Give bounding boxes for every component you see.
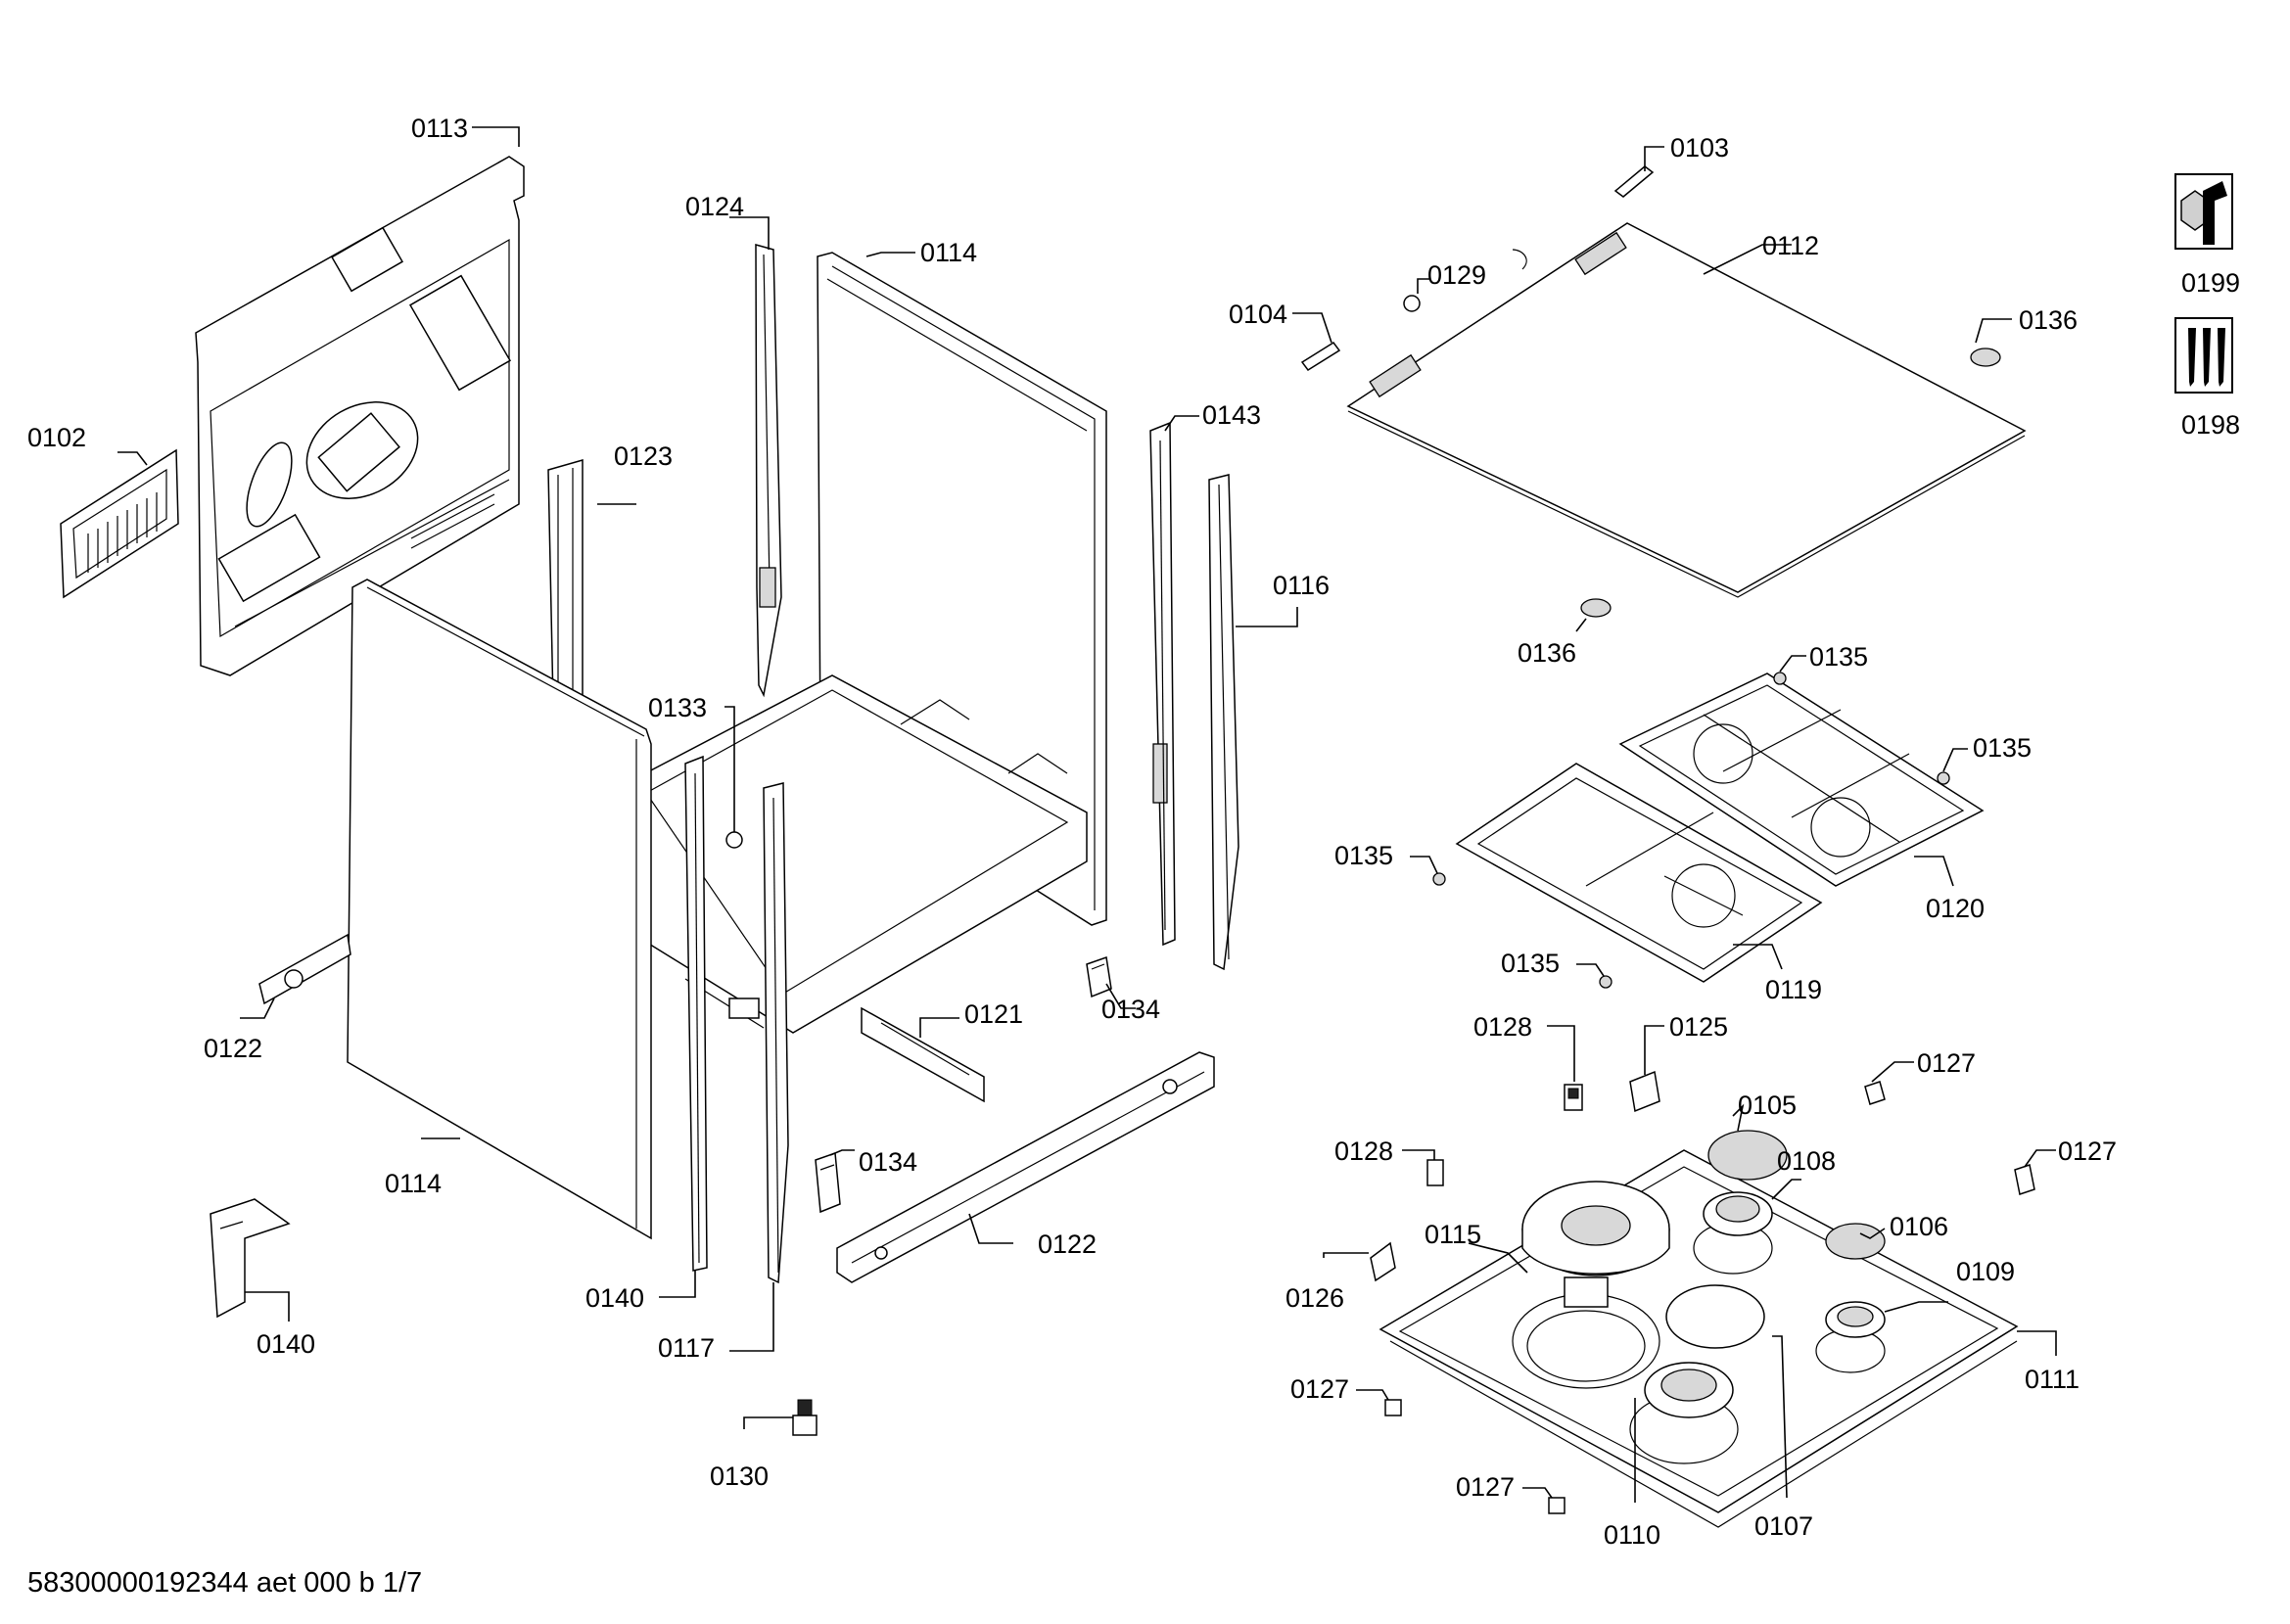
label-0119: 0119 (1765, 975, 1822, 1004)
clip-part (1086, 955, 1112, 998)
label-0107: 0107 (1754, 1511, 1813, 1541)
label-0136-a: 0136 (2019, 305, 2078, 335)
label-0111: 0111 (2025, 1365, 2080, 1394)
label-0105: 0105 (1738, 1090, 1797, 1120)
label-0103: 0103 (1670, 133, 1729, 162)
label-0117: 0117 (658, 1333, 715, 1363)
label-0133: 0133 (648, 693, 707, 722)
holder-part (1564, 1084, 1583, 1111)
label-0135-d: 0135 (1501, 949, 1560, 978)
screw-part (1613, 165, 1655, 198)
label-0135-a: 0135 (1809, 642, 1868, 672)
label-0115: 0115 (1425, 1220, 1481, 1249)
bracket-part (210, 1198, 291, 1319)
label-0128-b: 0128 (1334, 1137, 1393, 1166)
label-0134-a: 0134 (1101, 995, 1160, 1024)
label-0102: 0102 (27, 423, 86, 452)
pan-support-part (1455, 763, 1823, 983)
clip-part (1384, 1399, 1402, 1416)
label-0109: 0109 (1956, 1257, 2015, 1286)
label-0130: 0130 (710, 1462, 769, 1491)
wok-burner-part (1512, 1181, 1670, 1389)
side-panel-front-part (347, 579, 652, 1240)
label-0127-b: 0127 (2058, 1137, 2117, 1166)
label-0134-b: 0134 (859, 1147, 917, 1177)
label-0116: 0116 (1273, 571, 1330, 600)
screw-part (1432, 872, 1446, 886)
holder-part (1629, 1070, 1660, 1113)
label-0140-b: 0140 (257, 1329, 315, 1359)
burner-part (1693, 1191, 1773, 1275)
rail-part (861, 1006, 985, 1103)
label-0128-a: 0128 (1473, 1012, 1532, 1042)
holder-part (1426, 1159, 1444, 1186)
glass-lid-part (1346, 222, 2027, 598)
holder-part (1370, 1241, 1396, 1282)
clip-part (815, 1151, 841, 1214)
label-0127-d: 0127 (1456, 1472, 1515, 1502)
strut-part (684, 755, 708, 1272)
burner-cap-part (1665, 1284, 1765, 1349)
strut-part (763, 782, 789, 1284)
pin-part (725, 831, 743, 849)
base-frame-part (626, 674, 1088, 1034)
screw-part (1937, 771, 1950, 785)
clip-part (1548, 1497, 1566, 1514)
label-0199: 0199 (2181, 268, 2240, 298)
burner-cap-part (1825, 1223, 1886, 1260)
label-0121: 0121 (964, 999, 1023, 1029)
label-0129: 0129 (1427, 260, 1486, 290)
label-0198: 0198 (2181, 410, 2240, 440)
buffer-part (1580, 598, 1612, 618)
label-0125: 0125 (1669, 1012, 1728, 1042)
document-id: 58300000192344 aet 000 b 1/7 (27, 1567, 422, 1599)
burner-cap-part (1707, 1130, 1788, 1181)
buffer-part (1970, 348, 2001, 367)
label-0104: 0104 (1229, 300, 1287, 329)
burner-part (1815, 1301, 1886, 1373)
back-panel-part (195, 156, 525, 676)
screw-part (1773, 672, 1787, 685)
screw-part (1599, 975, 1612, 989)
label-0113: 0113 (411, 114, 468, 143)
screws-icon (2174, 317, 2233, 394)
label-0114-a: 0114 (920, 238, 977, 267)
strut-part (547, 459, 584, 707)
foot-part (792, 1399, 818, 1436)
burner-part (1629, 1362, 1739, 1464)
strut-part (1208, 474, 1239, 971)
clip-part (2014, 1164, 2035, 1195)
label-0127-a: 0127 (1917, 1048, 1976, 1078)
label-0108: 0108 (1777, 1146, 1836, 1176)
label-0120: 0120 (1926, 894, 1985, 923)
label-0106: 0106 (1890, 1212, 1948, 1241)
pan-support-part (1618, 673, 1985, 887)
label-0127-c: 0127 (1290, 1374, 1349, 1404)
label-0114-b: 0114 (385, 1169, 442, 1198)
label-0126: 0126 (1285, 1283, 1344, 1313)
label-0135-b: 0135 (1973, 733, 2032, 763)
label-0143: 0143 (1202, 400, 1261, 430)
label-0110: 0110 (1604, 1520, 1660, 1550)
screw-part (1300, 341, 1341, 372)
label-0122-a: 0122 (204, 1034, 262, 1063)
strut-part (1149, 421, 1176, 947)
bracket-part (258, 933, 351, 1005)
strut-part (755, 244, 782, 698)
label-0112: 0112 (1762, 231, 1819, 260)
label-0136-b: 0136 (1518, 638, 1576, 668)
label-0140-a: 0140 (585, 1283, 644, 1313)
bracket-part (836, 1051, 1215, 1283)
clip-part (1864, 1081, 1886, 1105)
label-0135-c: 0135 (1334, 841, 1393, 870)
label-0123: 0123 (614, 441, 673, 471)
label-0124: 0124 (685, 192, 744, 221)
wrench-nut-icon (2174, 173, 2233, 250)
vent-grille-part (60, 448, 179, 599)
label-0122-b: 0122 (1038, 1230, 1097, 1259)
nut-part (1403, 249, 1527, 312)
